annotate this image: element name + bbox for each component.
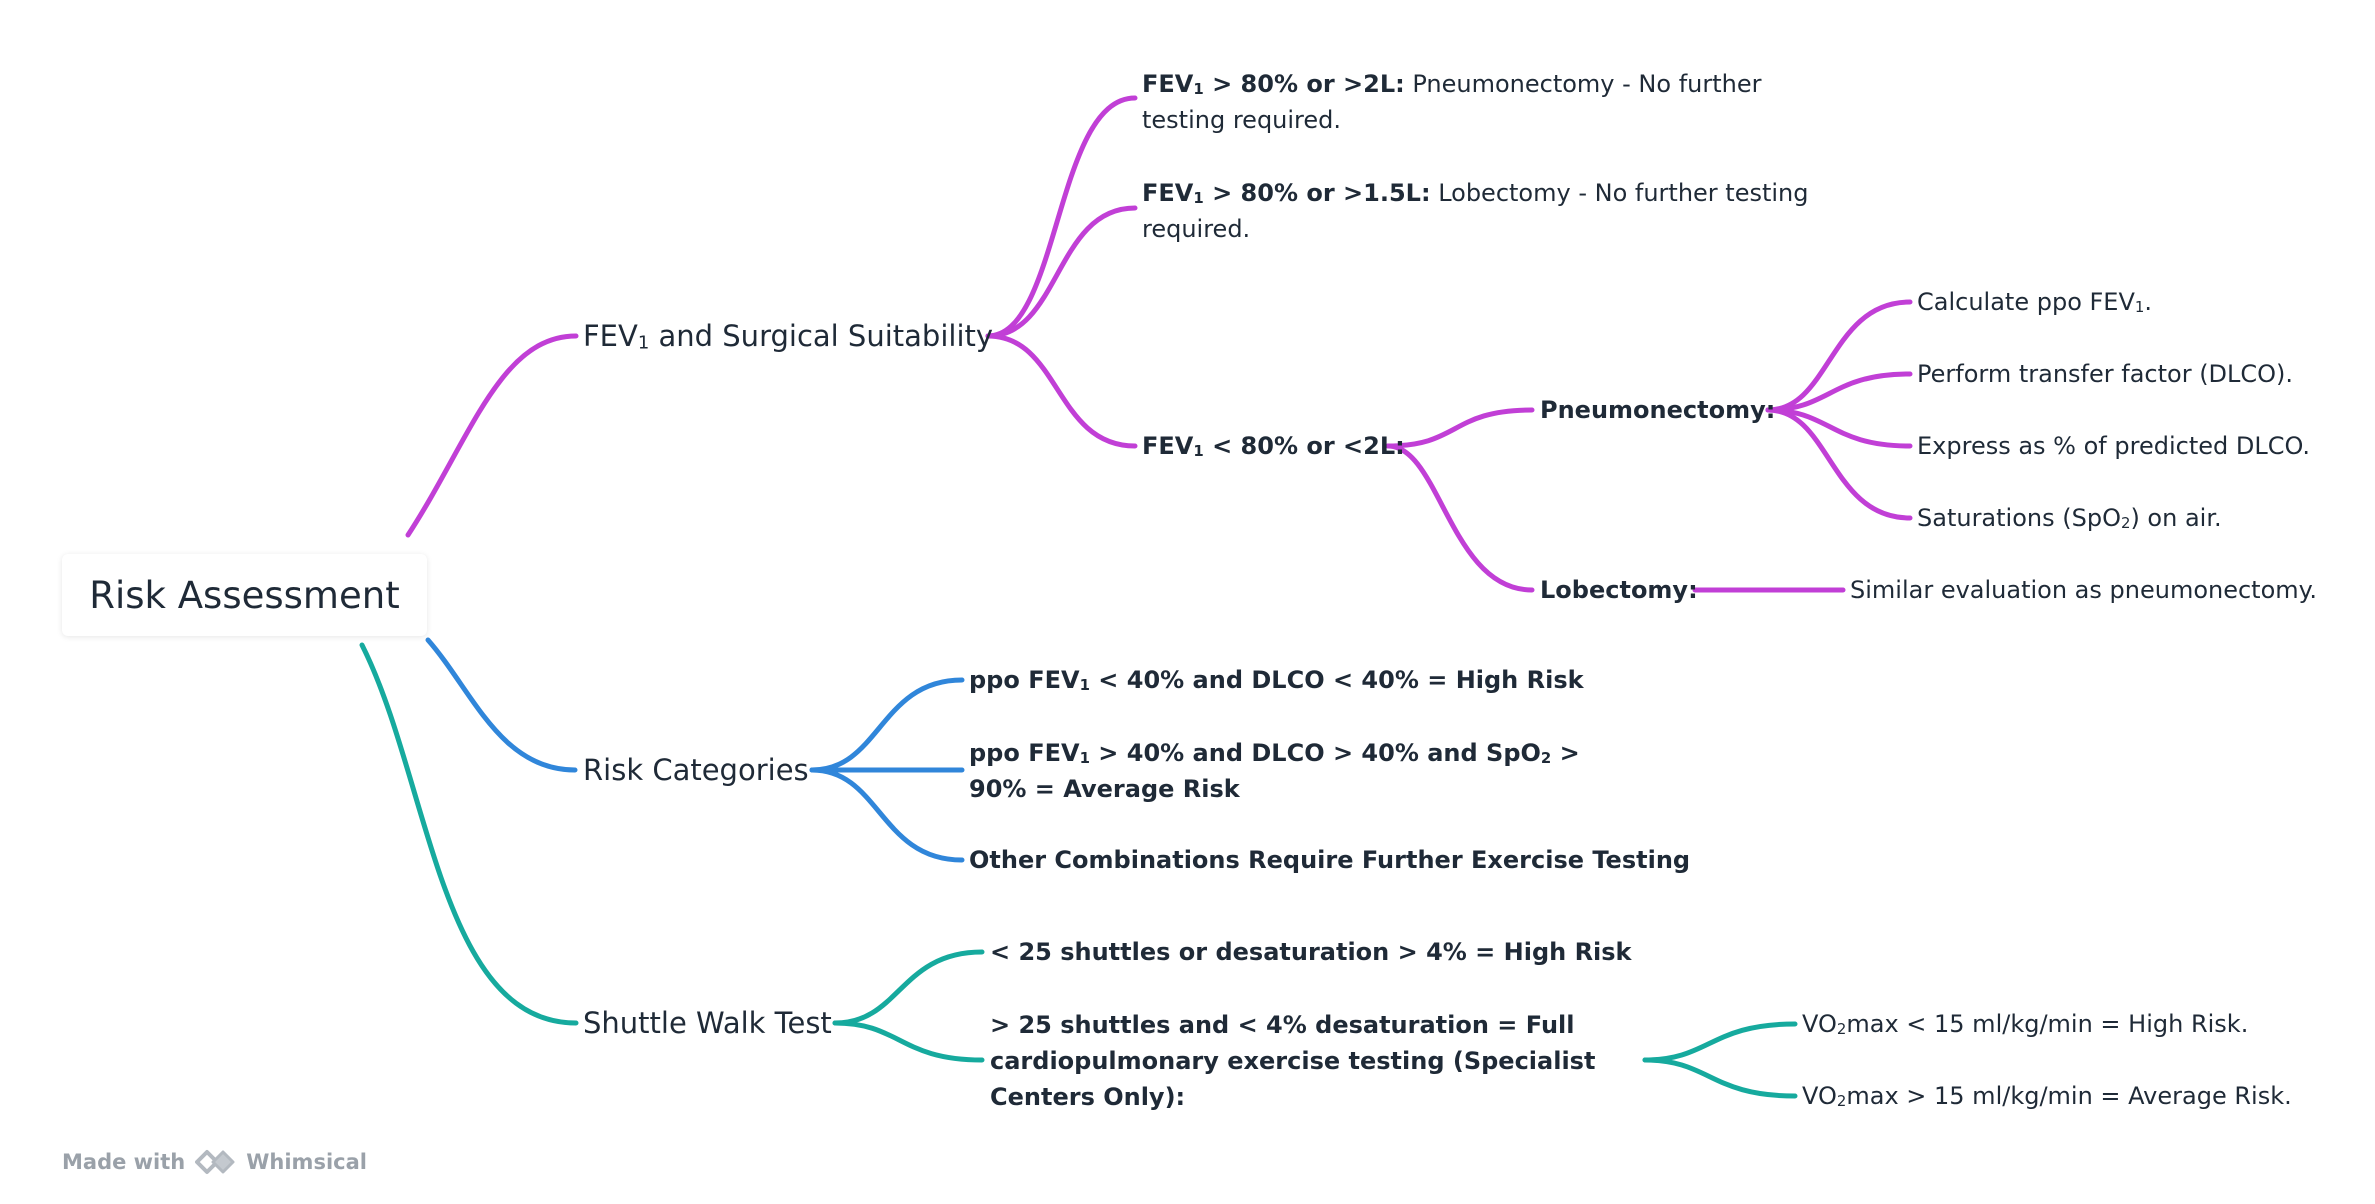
link-fev1-below <box>985 333 1138 449</box>
link-full-vo2-avg <box>1642 1057 1798 1099</box>
link-fev1-pneumonectomy-ok <box>985 95 1138 339</box>
node-transfer-factor-dlco[interactable]: Perform transfer factor (DLCO). <box>1917 360 2294 388</box>
node-similar-evaluation[interactable]: Similar evaluation as pneumonectomy. <box>1850 576 2318 604</box>
link-root-risk <box>425 637 578 773</box>
branch-risk-categories[interactable]: Risk Categories <box>583 753 809 787</box>
branch-fev1-surgical-suitability[interactable]: FEV1 and Surgical Suitability <box>583 319 994 354</box>
node-other-combinations[interactable]: Other Combinations Require Further Exerc… <box>969 846 1691 874</box>
node-pneumonectomy-no-testing[interactable]: FEV1 > 80% or >2L: Pneumonectomy - No fu… <box>1142 70 1762 134</box>
node-vo2max-high-risk[interactable]: VO2max < 15 ml/kg/min = High Risk. <box>1802 1010 2249 1039</box>
link-risk-high <box>809 677 965 773</box>
node-express-predicted-dlco[interactable]: Express as % of predicted DLCO. <box>1917 432 2311 460</box>
node-pneumonectomy[interactable]: Pneumonectomy: <box>1540 396 1776 424</box>
made-with-whimsical-badge[interactable]: Made with Whimsical <box>62 1148 367 1176</box>
node-saturations-on-air[interactable]: Saturations (SpO2) on air. <box>1917 504 2222 533</box>
link-pn-sat <box>1765 407 1913 521</box>
link-below-lobectomy <box>1385 443 1535 593</box>
link-root-shuttle <box>359 642 579 1026</box>
link-shuttle-full <box>832 1020 985 1063</box>
node-lobectomy-no-testing[interactable]: FEV1 > 80% or >1.5L: Lobectomy - No furt… <box>1142 179 1809 243</box>
whimsical-logo-icon <box>195 1150 235 1174</box>
node-average-risk-ppo[interactable]: ppo FEV1 > 40% and DLCO > 40% and SpO2 >… <box>969 739 1580 803</box>
link-full-vo2-high <box>1642 1021 1798 1063</box>
link-fev1-lobectomy-ok <box>985 205 1138 339</box>
whimsical-brand: Whimsical <box>246 1150 367 1174</box>
node-full-cardiopulmonary-testing[interactable]: > 25 shuttles and < 4% desaturation = Fu… <box>990 1011 1596 1111</box>
link-pn-transfer <box>1765 371 1913 413</box>
branch-shuttle-walk-test[interactable]: Shuttle Walk Test <box>583 1006 832 1040</box>
node-shuttle-high-risk[interactable]: < 25 shuttles or desaturation > 4% = Hig… <box>990 938 1632 966</box>
node-calculate-ppo-fev1[interactable]: Calculate ppo FEV1. <box>1917 288 2152 317</box>
root-node-risk-assessment[interactable]: Risk Assessment <box>62 554 427 636</box>
link-root-fev1 <box>405 333 579 538</box>
node-vo2max-average-risk[interactable]: VO2max > 15 ml/kg/min = Average Risk. <box>1802 1082 2292 1111</box>
node-fev1-below-threshold[interactable]: FEV1 < 80% or <2L: <box>1142 432 1405 461</box>
link-pn-calc <box>1765 299 1913 413</box>
link-below-pneumonectomy <box>1385 407 1535 449</box>
root-label: Risk Assessment <box>89 573 400 617</box>
node-high-risk-ppo[interactable]: ppo FEV1 < 40% and DLCO < 40% = High Ris… <box>969 666 1584 695</box>
made-with-label: Made with <box>62 1150 186 1174</box>
link-shuttle-high <box>832 949 985 1026</box>
node-lobectomy[interactable]: Lobectomy: <box>1540 576 1698 604</box>
link-risk-other <box>809 767 965 863</box>
